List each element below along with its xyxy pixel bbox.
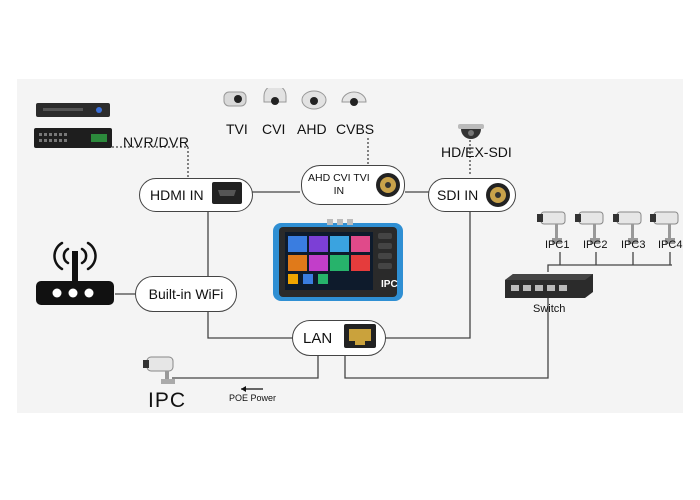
analog-in-label-line2: IN [333, 185, 345, 197]
ipc-label: IPC [148, 389, 187, 412]
ipc4-label: IPC4 [658, 239, 683, 251]
ethernet-port-icon [344, 323, 377, 353]
nvr-dvr-label: NVR/DVR [123, 134, 190, 150]
sdi-camera-label: HD/EX-SDI [441, 144, 512, 160]
network-switch-icon [505, 272, 595, 300]
analog-in-port: AHD CVI TVI IN [301, 165, 405, 205]
switch-label: Switch [533, 303, 566, 315]
sdi-in-port: SDI IN [428, 178, 516, 212]
ipc-bullet-camera-icon [141, 353, 181, 385]
lan-label: LAN [303, 329, 333, 347]
wifi-label: Built-in WiFi [148, 286, 224, 302]
nvr-dvr-recorder-icon [33, 100, 113, 154]
camera-type-cvbs: CVBS [336, 121, 375, 137]
analog-in-label-line1: AHD CVI TVI [308, 172, 370, 184]
sdi-dome-camera-icon [456, 122, 486, 142]
lan-port: LAN [292, 320, 386, 356]
ipc2-label: IPC2 [583, 239, 608, 251]
ipc1-label: IPC1 [545, 239, 570, 251]
tester-badge: IPC [381, 279, 398, 290]
camera-type-ahd: AHD [297, 121, 327, 137]
bnc-port-icon [486, 183, 511, 207]
camera-type-tvi: TVI [226, 121, 248, 137]
built-in-wifi: Built-in WiFi [135, 276, 237, 312]
wifi-router-icon [35, 233, 115, 308]
bnc-port-icon [375, 173, 400, 197]
analog-cameras-icon [222, 84, 372, 114]
camera-type-cvi: CVI [262, 121, 286, 137]
ip-cameras-icon [537, 206, 687, 254]
analog-in-label: AHD CVI TVI IN [308, 172, 370, 198]
hdmi-port-icon [211, 181, 242, 209]
arrow-left-icon [240, 380, 264, 392]
cctv-tester-device-icon [273, 219, 403, 304]
hdmi-in-port: HDMI IN [139, 178, 253, 212]
hdmi-in-label: HDMI IN [150, 187, 204, 203]
poe-power-label: POE Power [229, 393, 277, 403]
ipc3-label: IPC3 [621, 239, 646, 251]
sdi-in-label: SDI IN [437, 187, 479, 203]
